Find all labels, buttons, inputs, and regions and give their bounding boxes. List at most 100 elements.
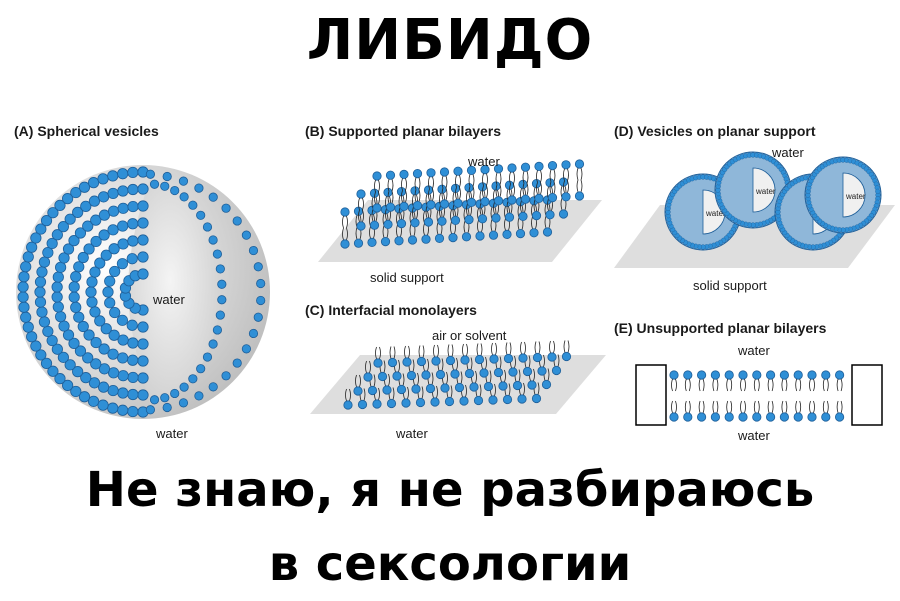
lipid-head: [821, 370, 831, 380]
lipid-head: [353, 238, 364, 248]
lipid-head: [493, 164, 504, 174]
lipid-tail: [433, 344, 439, 358]
lipid-head: [515, 229, 526, 239]
lipid-tail: [428, 188, 434, 201]
lipid-tail: [809, 378, 815, 392]
lipid-head: [459, 396, 469, 406]
lipid-head: [47, 207, 59, 219]
lipid-head: [90, 336, 102, 349]
lipid-head: [102, 286, 114, 298]
lipid-head: [710, 412, 721, 422]
lipid-head: [20, 261, 32, 273]
lipid-head: [55, 311, 67, 323]
lipid-head: [30, 232, 42, 244]
lipid-head: [109, 265, 121, 278]
meme-caption-line-2: в сексологии: [268, 536, 632, 592]
lipid-head: [30, 340, 42, 352]
lipid-tail: [505, 342, 512, 355]
lipid-head: [89, 306, 101, 318]
lipid-tail: [495, 184, 502, 197]
lipid-head: [466, 197, 477, 207]
lipid-head: [117, 334, 129, 346]
lipid-head: [475, 231, 485, 241]
lipid-head: [18, 271, 30, 283]
lipid-tail: [684, 378, 691, 392]
lipid-head: [68, 235, 80, 247]
lipid-head: [109, 306, 121, 319]
lipid-head: [78, 391, 91, 403]
lipid-head: [188, 374, 198, 384]
lipid-head: [407, 235, 418, 245]
lipid-head: [170, 388, 180, 399]
lipid-head: [82, 220, 94, 232]
lipid-tail: [509, 183, 515, 197]
lipid-head: [64, 359, 76, 371]
lipid-head: [454, 382, 465, 393]
monolayer-lipids-c: [343, 340, 572, 410]
lipid-head: [70, 385, 82, 398]
lipid-head: [40, 215, 53, 227]
lipid-head: [221, 203, 231, 213]
lipid-head: [46, 237, 58, 250]
lipid-head: [62, 329, 75, 341]
lipid-head: [221, 371, 231, 381]
lipid-head: [394, 236, 404, 246]
lipid-head: [534, 193, 544, 203]
lipid-head: [537, 366, 547, 376]
lipid-tail: [836, 400, 843, 414]
lipid-head: [464, 215, 474, 225]
lipid-head: [107, 402, 119, 414]
lipid-head: [440, 383, 450, 393]
lipid-head: [73, 311, 85, 323]
lipid-head: [493, 367, 504, 378]
lipid-head: [89, 266, 101, 278]
lipid-head: [170, 185, 180, 196]
frame-left: [635, 364, 667, 426]
lipid-head: [412, 169, 423, 179]
lipid-tail: [495, 172, 502, 185]
lipid-head: [51, 229, 63, 241]
lipid-head: [340, 207, 350, 217]
panel-b-top-water: water: [468, 154, 500, 169]
lipid-head: [104, 275, 116, 287]
lipid-head: [383, 219, 393, 229]
panel-d-vesicles: waterwaterwaterwater: [614, 151, 895, 268]
lipid-head: [100, 249, 112, 261]
lipid-head: [54, 199, 66, 211]
vesicle-cavity: [128, 180, 222, 404]
lipid-head: [385, 170, 396, 180]
lipid-tail: [795, 378, 802, 392]
lipid-head: [68, 337, 80, 349]
lipid-head: [343, 400, 353, 410]
lipid-head: [551, 365, 562, 376]
lipid-head: [503, 353, 514, 364]
lipid-head: [137, 372, 149, 384]
vesicle-water-label: water: [755, 187, 776, 196]
lipid-head: [373, 358, 383, 368]
lipid-head: [504, 212, 515, 222]
lipid-head: [340, 239, 350, 249]
lipid-head: [520, 194, 531, 204]
lipid-head: [127, 235, 139, 247]
lipid-head: [256, 295, 266, 306]
lipid-head: [77, 320, 89, 333]
lipid-head: [380, 237, 391, 247]
lipid-tail: [468, 174, 475, 187]
lipid-tail: [549, 169, 556, 182]
lipid-head: [52, 301, 64, 313]
lipid-head: [696, 412, 707, 422]
lipid-head: [26, 331, 38, 343]
lipid-head: [87, 395, 100, 407]
lipid-head: [437, 216, 447, 226]
lipid-head: [97, 381, 110, 393]
lipid-head: [491, 213, 501, 223]
vesicle-water-label: water: [705, 209, 726, 218]
lipid-tail: [576, 167, 583, 181]
lipid-head: [363, 372, 373, 382]
lipid-head: [561, 192, 571, 202]
lipid-tail: [836, 378, 843, 392]
lipid-head: [444, 396, 455, 407]
bilayer-lipids-b: [340, 159, 585, 249]
lipid-head: [78, 181, 91, 193]
lipid-head: [431, 356, 441, 366]
